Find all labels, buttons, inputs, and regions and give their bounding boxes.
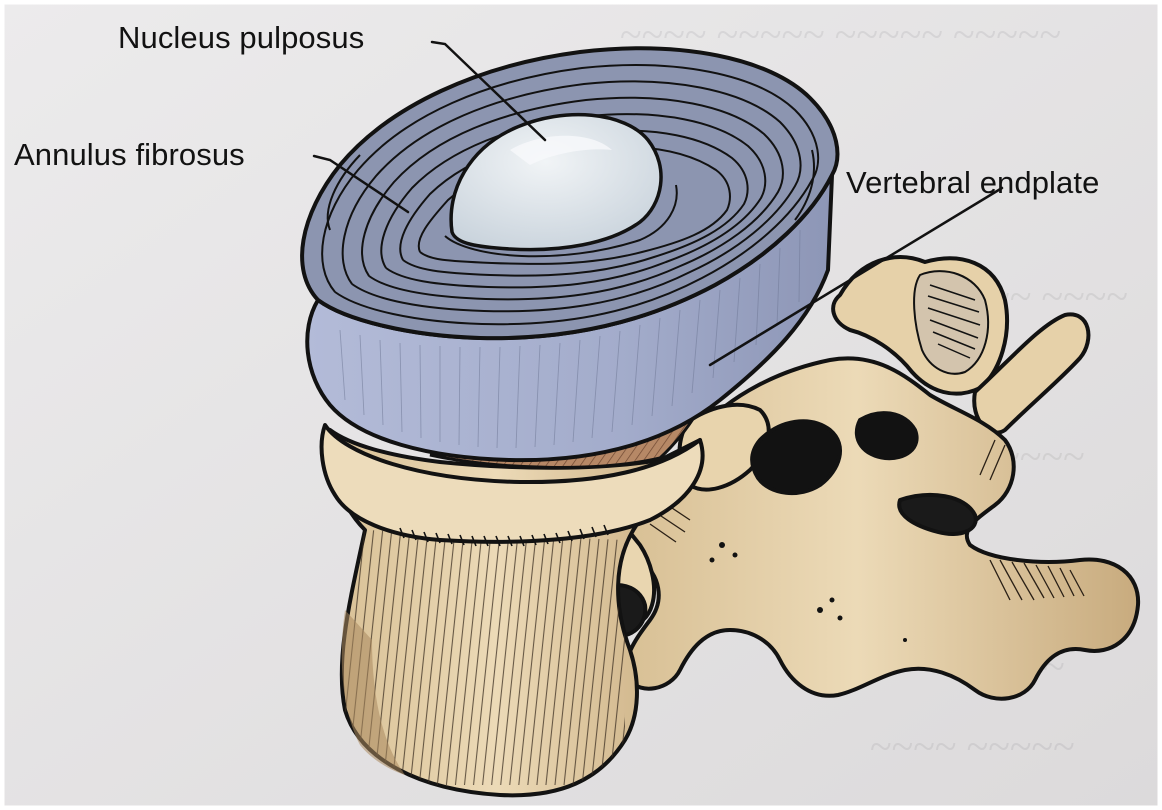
- annulus-fibrosus-label: Annulus fibrosus: [14, 139, 245, 170]
- nucleus-pulposus-label: Nucleus pulposus: [118, 22, 364, 53]
- svg-text:~~~~ ~~~~~: ~~~~ ~~~~~: [870, 724, 1075, 769]
- vertebral-endplate-label: Vertebral endplate: [846, 167, 1099, 198]
- process-shadow-1: [857, 413, 917, 458]
